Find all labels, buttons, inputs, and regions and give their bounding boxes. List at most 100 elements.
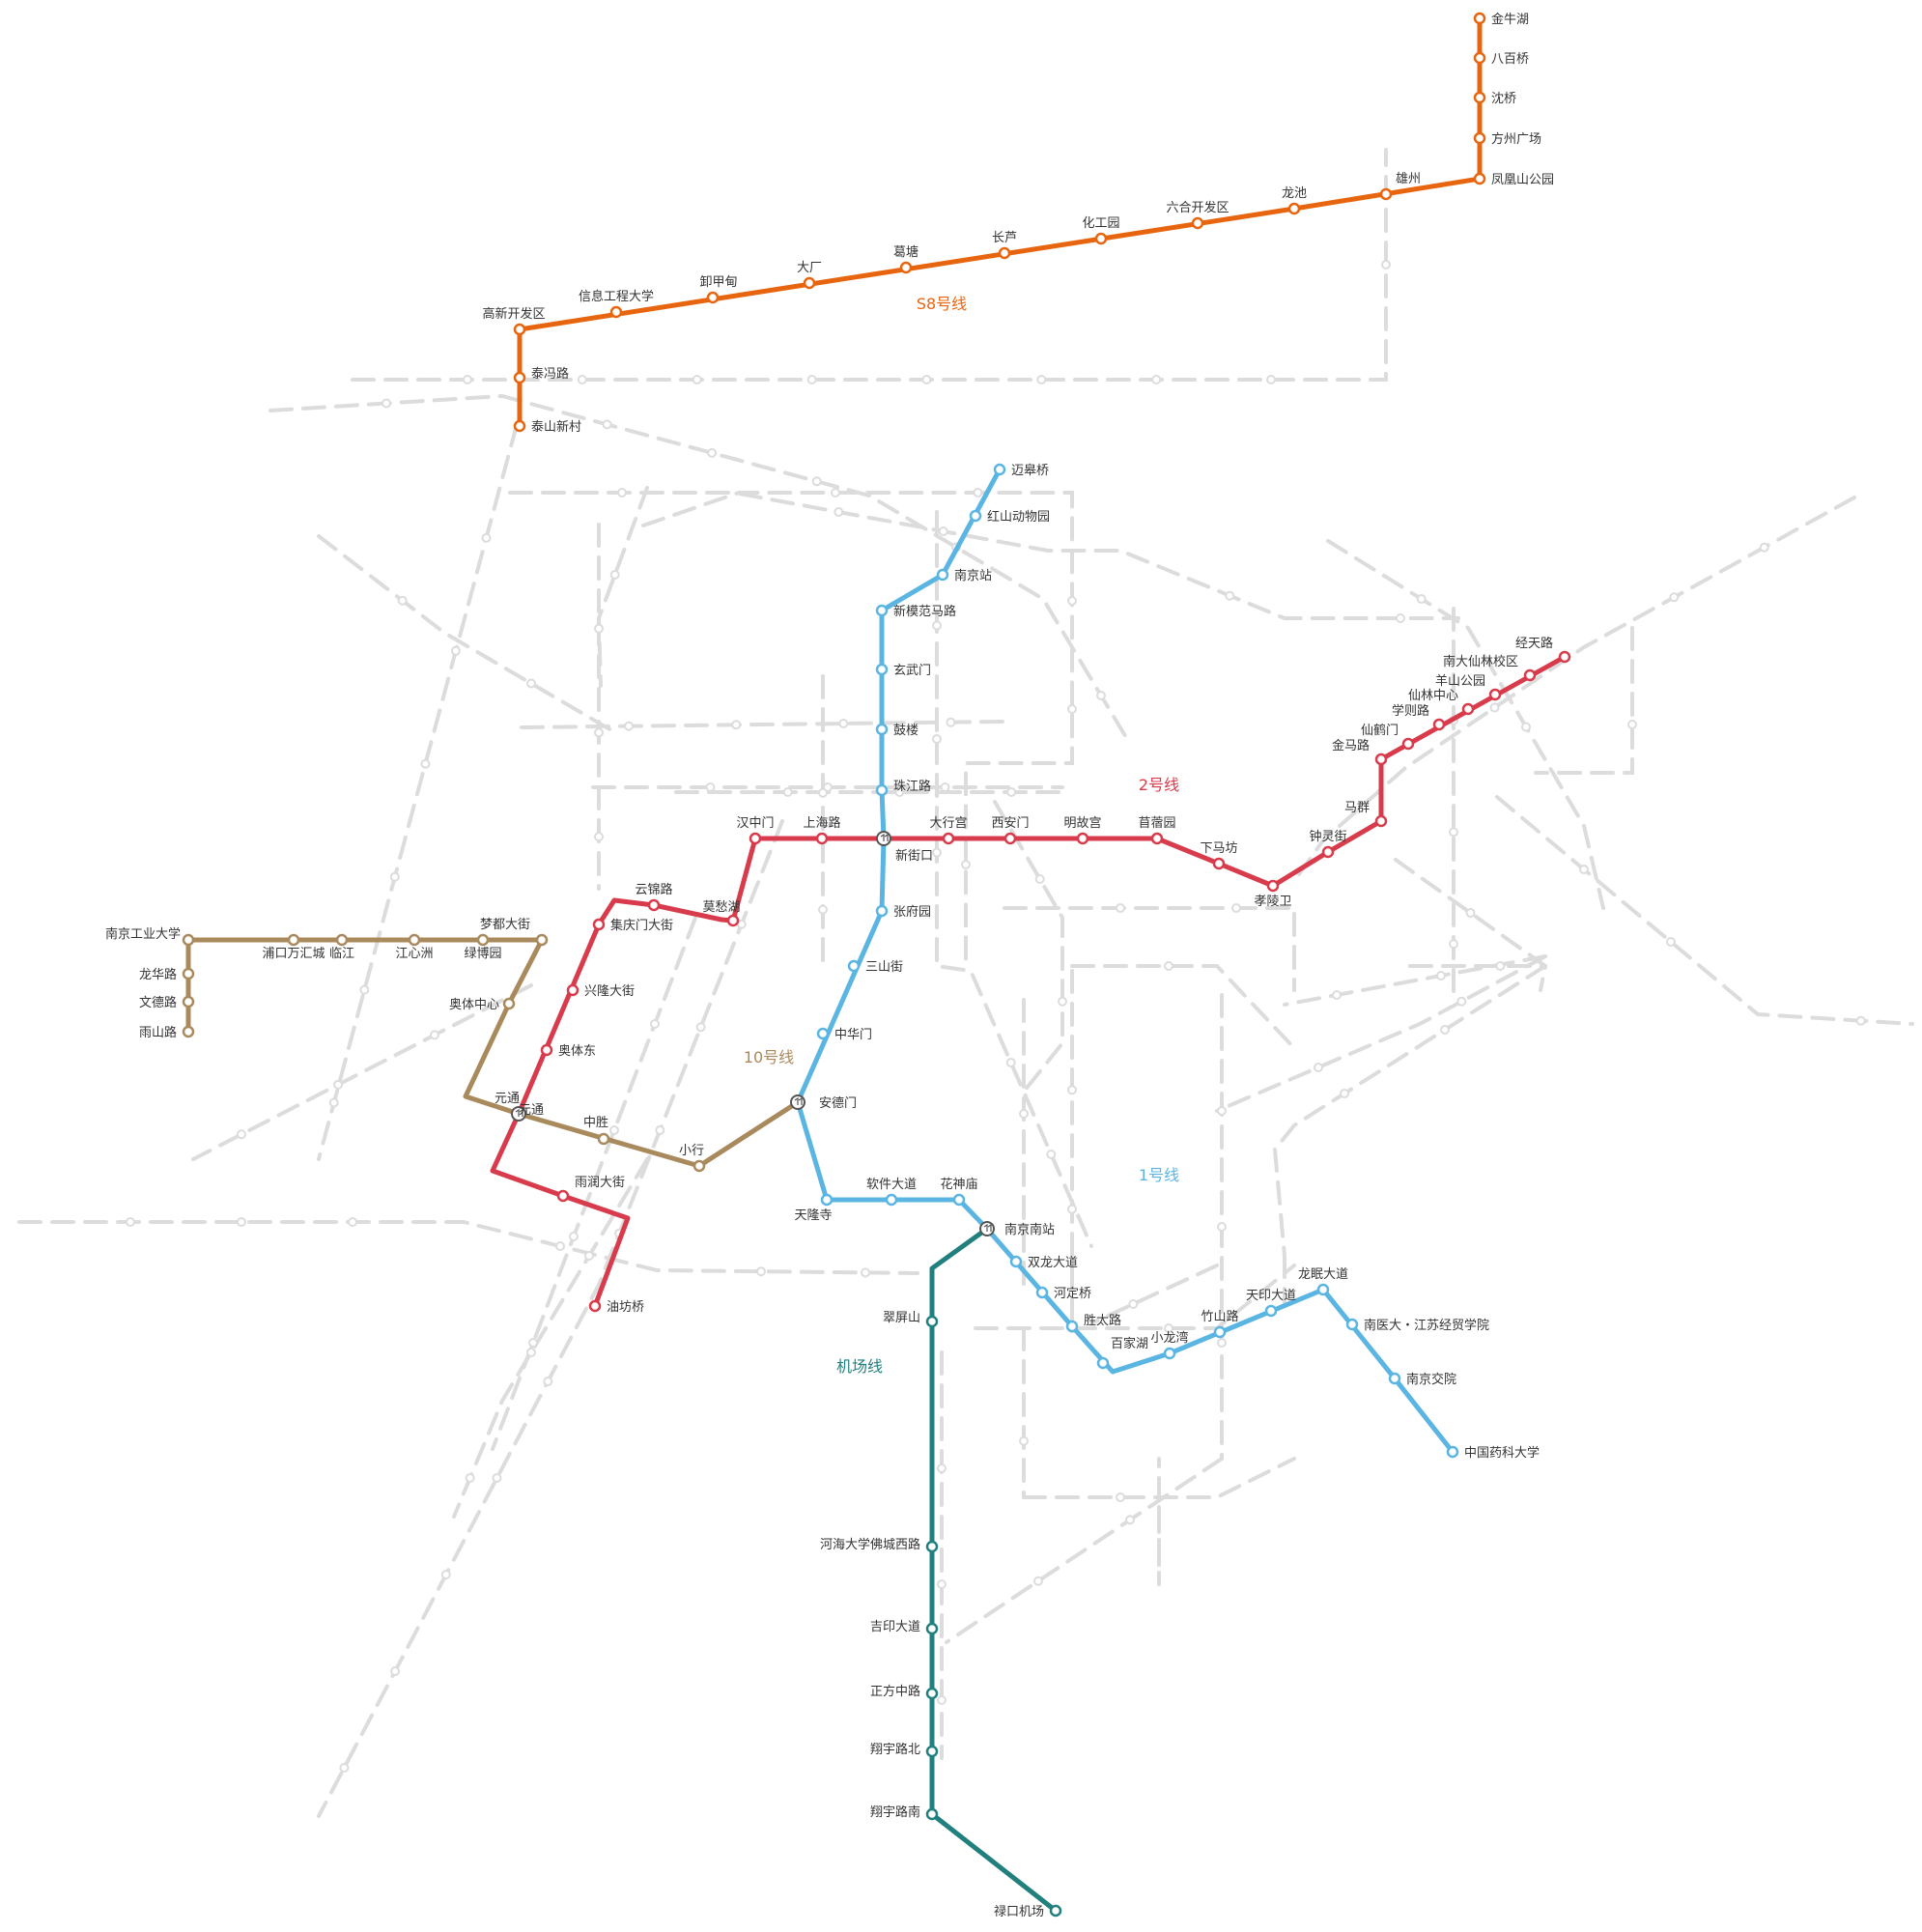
station-dot[interactable]: [925, 1315, 939, 1328]
station-dot[interactable]: [1523, 668, 1537, 682]
station-dot[interactable]: [1473, 12, 1486, 25]
station-dot[interactable]: [706, 291, 720, 304]
station-dot[interactable]: [1191, 216, 1204, 230]
station-dot[interactable]: [1473, 51, 1486, 65]
station-dot[interactable]: [820, 1193, 834, 1207]
station-dot[interactable]: [1065, 1320, 1079, 1333]
station-dot[interactable]: [1094, 232, 1108, 245]
station-dot[interactable]: [815, 832, 829, 845]
station-dot[interactable]: [182, 1025, 195, 1038]
station-dot[interactable]: [513, 371, 526, 384]
station-dot[interactable]: [502, 997, 516, 1010]
station-label: 竹山路: [1201, 1309, 1238, 1324]
station-dot[interactable]: [1461, 702, 1475, 716]
station-dot[interactable]: [1096, 1356, 1110, 1370]
station-dot[interactable]: [556, 1189, 570, 1203]
station-dot[interactable]: [875, 783, 889, 797]
station-dot[interactable]: [1321, 845, 1335, 859]
station-dot[interactable]: [1345, 1318, 1359, 1331]
station-dot[interactable]: [875, 723, 889, 736]
station-dot[interactable]: [566, 983, 579, 997]
station-dot[interactable]: [952, 1193, 966, 1207]
station-dot[interactable]: [749, 832, 762, 845]
station-dot[interactable]: [875, 904, 889, 918]
station-dot[interactable]: [1003, 832, 1017, 845]
station-dot[interactable]: [899, 261, 913, 274]
station-dot[interactable]: [885, 1193, 898, 1207]
planned-station-dot: [594, 727, 604, 738]
station-dot[interactable]: [513, 323, 526, 336]
station-dot[interactable]: [942, 832, 955, 845]
station-dot[interactable]: [182, 995, 195, 1009]
planned-station-dot: [1006, 787, 1017, 797]
planned-line-14: [935, 510, 1093, 1248]
station-dot[interactable]: [925, 1622, 939, 1635]
station-dot[interactable]: [535, 933, 549, 947]
station-dot[interactable]: [287, 933, 300, 947]
station-dot[interactable]: [969, 509, 982, 523]
planned-station-dot: [1340, 1089, 1349, 1098]
station-dot[interactable]: [182, 967, 195, 980]
station-dot[interactable]: [1473, 91, 1486, 104]
station-dot[interactable]: [1076, 832, 1089, 845]
station-dot[interactable]: [936, 568, 949, 582]
station-dot[interactable]: [1374, 814, 1388, 828]
station-label: 长芦: [992, 231, 1017, 245]
station-dot[interactable]: [692, 1159, 706, 1173]
station-dot[interactable]: [335, 933, 349, 947]
planned-station-dot: [390, 1666, 401, 1676]
station-dot[interactable]: [1379, 187, 1393, 201]
station-dot[interactable]: [925, 1807, 939, 1821]
planned-station-dot: [1521, 722, 1531, 732]
station-dot[interactable]: [816, 1027, 830, 1040]
planned-station-dot: [348, 1217, 357, 1227]
station-dot[interactable]: [1163, 1347, 1176, 1360]
station-dot[interactable]: [803, 276, 816, 290]
station-dot[interactable]: [513, 419, 526, 433]
planned-station-dot: [1396, 613, 1405, 623]
station-dot[interactable]: [1266, 879, 1280, 893]
station-dot[interactable]: [408, 933, 421, 947]
station-dot[interactable]: [1049, 1904, 1062, 1918]
station-dot[interactable]: [993, 463, 1006, 476]
station-dot[interactable]: [726, 914, 740, 927]
station-dot[interactable]: [1035, 1286, 1049, 1299]
station-dot[interactable]: [1446, 1445, 1459, 1459]
planned-station-dot: [1449, 939, 1458, 950]
station-dot[interactable]: [1473, 172, 1486, 185]
station-dot[interactable]: [1287, 202, 1301, 215]
station-dot[interactable]: [182, 933, 195, 947]
station-dot[interactable]: [1432, 718, 1446, 731]
station-dot[interactable]: [592, 918, 606, 931]
station-dot[interactable]: [925, 1687, 939, 1700]
station-dot[interactable]: [1558, 650, 1571, 664]
station-dot[interactable]: [998, 246, 1011, 260]
station-dot[interactable]: [609, 305, 623, 319]
planned-station-dot: [420, 758, 431, 769]
station-dot[interactable]: [1009, 1255, 1023, 1268]
station-dot[interactable]: [540, 1043, 553, 1057]
station-dot[interactable]: [1316, 1283, 1330, 1296]
station-dot[interactable]: [1401, 737, 1415, 751]
station-dot[interactable]: [875, 663, 889, 676]
station-dot[interactable]: [647, 898, 661, 912]
station-dot[interactable]: [1473, 131, 1486, 145]
station-dot[interactable]: [1264, 1304, 1278, 1318]
station-dot[interactable]: [925, 1540, 939, 1553]
station-dot[interactable]: [875, 604, 889, 617]
station-dot[interactable]: [1150, 832, 1164, 845]
station-dot[interactable]: [925, 1745, 939, 1758]
station-dot[interactable]: [588, 1299, 602, 1313]
planned-station-dot: [1116, 1492, 1125, 1502]
station-dot[interactable]: [1213, 1325, 1227, 1339]
planned-station-dot: [940, 782, 950, 792]
station-dot[interactable]: [476, 933, 490, 947]
station-label: 学则路: [1392, 703, 1429, 719]
station-dot[interactable]: [1212, 857, 1226, 870]
planned-station-dot: [526, 1348, 536, 1357]
station-dot[interactable]: [1388, 1372, 1401, 1385]
station-dot[interactable]: [597, 1132, 610, 1146]
station-dot[interactable]: [1488, 688, 1502, 701]
station-dot[interactable]: [847, 959, 861, 973]
station-dot[interactable]: [1374, 753, 1388, 766]
